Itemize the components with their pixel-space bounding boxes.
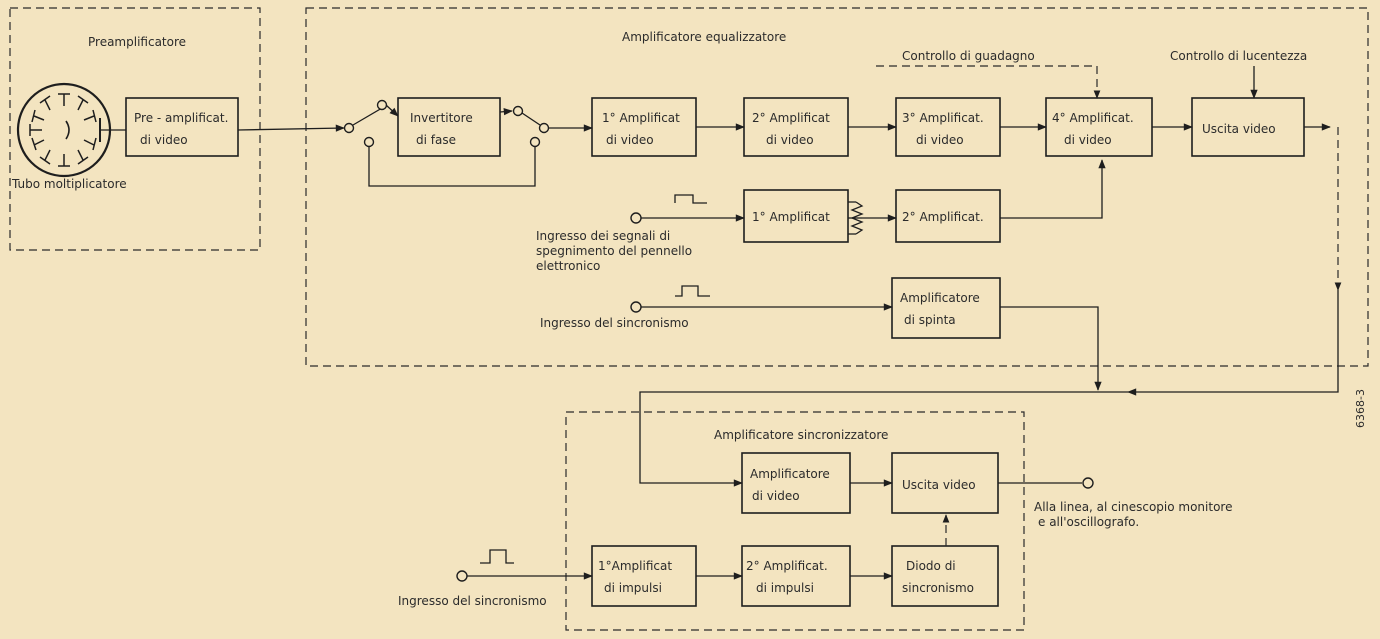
sync-diode-line1: Diodo di (906, 559, 956, 573)
amp3-video-line1: 3° Amplificat. (902, 111, 984, 125)
blanking-input-line2: spegnimento del pennello (536, 244, 692, 258)
output-line1: Alla linea, al cinescopio monitore (1034, 500, 1232, 514)
figure-code: 6368-3 (1354, 389, 1367, 428)
push-amp-block (891, 277, 1001, 339)
amp2-video-block (743, 97, 849, 157)
sync-video-out-label: Uscita video (902, 478, 976, 492)
sync-diode-block (891, 545, 999, 607)
preamp-video-block (125, 97, 239, 157)
amp2-video-line1: 2° Amplificat (752, 111, 830, 125)
blank-amp2-label: 2° Amplificat. (902, 210, 984, 224)
amp4-video-line1: 4° Amplificat. (1052, 111, 1134, 125)
sync-input-bottom-label: Ingresso del sincronismo (398, 594, 547, 608)
pulse-icon-sync-top (675, 285, 710, 297)
sync-diode-line2: sincronismo (902, 581, 974, 595)
sync-video-amp-line1: Amplificatore (750, 467, 830, 481)
sync-group-title: Amplificatore sincronizzatore (714, 428, 888, 442)
sync-video-amp-block (741, 452, 851, 514)
equalizer-group (305, 7, 1369, 367)
phase-inverter-line2: di fase (416, 133, 456, 147)
tube-label: Tubo moltiplicatore (11, 177, 127, 191)
amp3-video-block (895, 97, 1001, 157)
blanking-input-line3: elettronico (536, 259, 600, 273)
preamp-video-line2: di video (140, 133, 188, 147)
video-out-top-label: Uscita video (1202, 122, 1276, 136)
pulse-amp1-block (591, 545, 697, 607)
push-amp-line1: Amplificatore (900, 291, 980, 305)
amp1-video-line1: 1° Amplificat (602, 111, 680, 125)
output-line2: e all'oscillografo. (1038, 515, 1139, 529)
amp4-video-block (1045, 97, 1153, 157)
brightness-control-label: Controllo di lucentezza (1170, 49, 1307, 63)
amp3-video-line2: di video (916, 133, 964, 147)
gain-control-label: Controllo di guadagno (902, 49, 1035, 63)
sync-group (565, 411, 1025, 631)
pulse-amp2-block (741, 545, 851, 607)
push-amp-line2: di spinta (904, 313, 956, 327)
phase-inverter-line1: Invertitore (410, 111, 473, 125)
multiplier-tube-icon (16, 82, 112, 178)
blanking-input-line1: Ingresso dei segnali di (536, 229, 670, 243)
preamp-video-line1: Pre - amplificat. (134, 111, 228, 125)
equalizer-group-title: Amplificatore equalizzatore (622, 30, 786, 44)
pulse-amp1-line2: di impulsi (604, 581, 662, 595)
sync-input-top-label: Ingresso del sincronismo (540, 316, 689, 330)
pulse-icon-sync-bottom (480, 549, 514, 564)
phase-inverter-block (397, 97, 501, 157)
preamp-group-title: Preamplificatore (88, 35, 186, 49)
amp2-video-line2: di video (766, 133, 814, 147)
pulse-icon-blanking (674, 194, 707, 204)
blank-amp1-label: 1° Amplificat (752, 210, 830, 224)
sync-video-amp-line2: di video (752, 489, 800, 503)
amp4-video-line2: di video (1064, 133, 1112, 147)
pulse-amp2-line2: di impulsi (756, 581, 814, 595)
amp1-video-line2: di video (606, 133, 654, 147)
pulse-amp1-line1: 1°Amplificat (598, 559, 672, 573)
amp1-video-block (591, 97, 697, 157)
signal-lines (100, 65, 1342, 582)
pulse-amp2-line1: 2° Amplificat. (746, 559, 828, 573)
